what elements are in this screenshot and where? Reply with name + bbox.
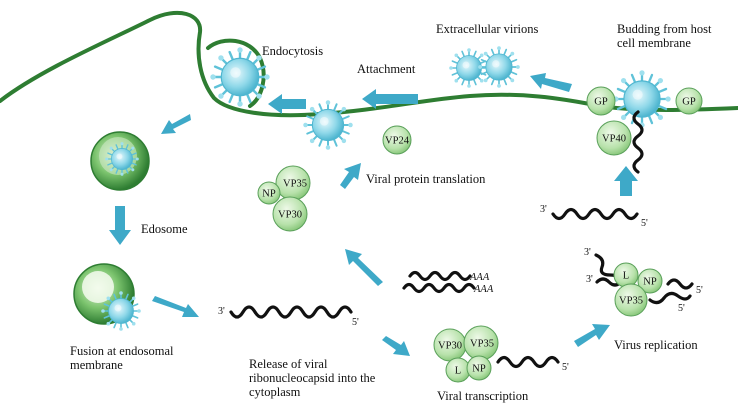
label-budding-line2: cell membrane (617, 36, 691, 50)
transcription-np-protein (466, 355, 492, 381)
replication-vp35-label: VP35 (619, 295, 643, 306)
fusion-virion-icon (101, 291, 141, 331)
transcription-rna (496, 355, 560, 369)
arrow-budding-to-extracellular (530, 73, 572, 92)
transcription-vp35-label: VP35 (470, 338, 494, 349)
budding-rna (632, 110, 644, 174)
label-release-line3: cytoplasm (249, 385, 301, 399)
released-rna-5prime: 5' (352, 317, 359, 328)
arrow-endocytosis-to-edosome (161, 114, 191, 134)
mrna-strand-2 (402, 282, 476, 294)
arrow-release-to-transcription (382, 336, 410, 356)
budding-vp40-label: VP40 (602, 133, 626, 144)
translation-np-protein (257, 181, 281, 205)
replication-l-label: L (623, 270, 629, 281)
mrna-strand-1 (408, 270, 472, 282)
released-rna (229, 305, 353, 319)
label-extracellular-virions: Extracellular virions (436, 22, 539, 36)
label-release-line2: ribonucleocapsid into the (249, 371, 376, 385)
arrow-fusion-to-release (152, 296, 199, 317)
translation-vp30-protein (272, 196, 308, 232)
protein-spheres (257, 86, 703, 383)
translation-np-label: NP (262, 188, 276, 199)
label-endocytosis: Endocytosis (262, 44, 324, 58)
replication-rna-3prime-upper: 3' (584, 247, 591, 258)
replication-rna-out (648, 291, 692, 305)
budding-gp-right-label: GP (682, 96, 696, 107)
arrow-replication-to-budding (614, 166, 638, 196)
translation-vp35-label: VP35 (283, 178, 307, 189)
label-edosome: Edosome (141, 222, 188, 236)
replication-vp35-protein (614, 283, 648, 317)
process-arrows (109, 73, 638, 356)
budding-gp-left-protein (586, 86, 616, 116)
mrna-polya-2: AAA (473, 284, 494, 295)
label-viral-transcription: Viral transcription (437, 389, 529, 403)
transcription-l-label: L (455, 365, 461, 376)
replication-rna-right (666, 278, 694, 290)
released-rna-3prime: 3' (218, 306, 225, 317)
fusion-vesicle (73, 263, 141, 331)
replication-rna-5prime-lower: 5' (678, 303, 685, 314)
label-viral-protein-translation: Viral protein translation (366, 172, 486, 186)
label-fusion-line1: Fusion at endosomal (70, 344, 174, 358)
budding-vp40-protein (596, 120, 632, 156)
arrow-translation-to-membrane (340, 163, 361, 189)
vp24-protein (382, 125, 412, 155)
transcription-np-label: NP (472, 363, 486, 374)
replication-rna-3prime-lower: 3' (586, 274, 593, 285)
arrow-attachment-to-endocytosis (268, 94, 306, 114)
label-fusion-line2: membrane (70, 358, 123, 372)
replication-rna-5prime-right: 5' (696, 285, 703, 296)
endocytosis-virion-icon (210, 47, 270, 107)
attaching-virion-icon (303, 100, 353, 150)
label-release-line1: Release of viral (249, 357, 328, 371)
rna-strands (229, 110, 694, 369)
replication-np-label: NP (643, 276, 657, 287)
extracellular-virion-2-icon (478, 46, 520, 88)
edosome-virion-icon (105, 142, 139, 176)
arrow-transcription-to-replication (574, 324, 610, 347)
replication-rna-lower (595, 277, 623, 287)
label-budding-line1: Budding from host (617, 22, 712, 36)
arrow-transcription-to-translation (345, 249, 383, 286)
label-virus-replication: Virus replication (614, 338, 698, 352)
progeny-rna (551, 207, 639, 221)
translation-vp30-label: VP30 (278, 209, 302, 220)
label-attachment: Attachment (357, 62, 416, 76)
progeny-rna-5prime: 5' (641, 218, 648, 229)
arrow-extracellular-to-attachment (362, 89, 418, 109)
budding-virion-icon (613, 70, 671, 128)
transcription-rna-5prime: 5' (562, 362, 569, 373)
budding-gp-left-label: GP (594, 96, 608, 107)
transcription-vp30-label: VP30 (438, 340, 462, 351)
mrna-polya-1: AAA (469, 272, 490, 283)
progeny-rna-3prime: 3' (540, 204, 547, 215)
vp24-label: VP24 (385, 135, 410, 146)
budding-gp-right-protein (675, 87, 703, 115)
edosome-vesicle (90, 131, 150, 191)
extracellular-virion-1-icon (449, 48, 489, 88)
arrow-edosome-to-fusion (109, 206, 131, 245)
replication-np-protein (637, 268, 663, 294)
